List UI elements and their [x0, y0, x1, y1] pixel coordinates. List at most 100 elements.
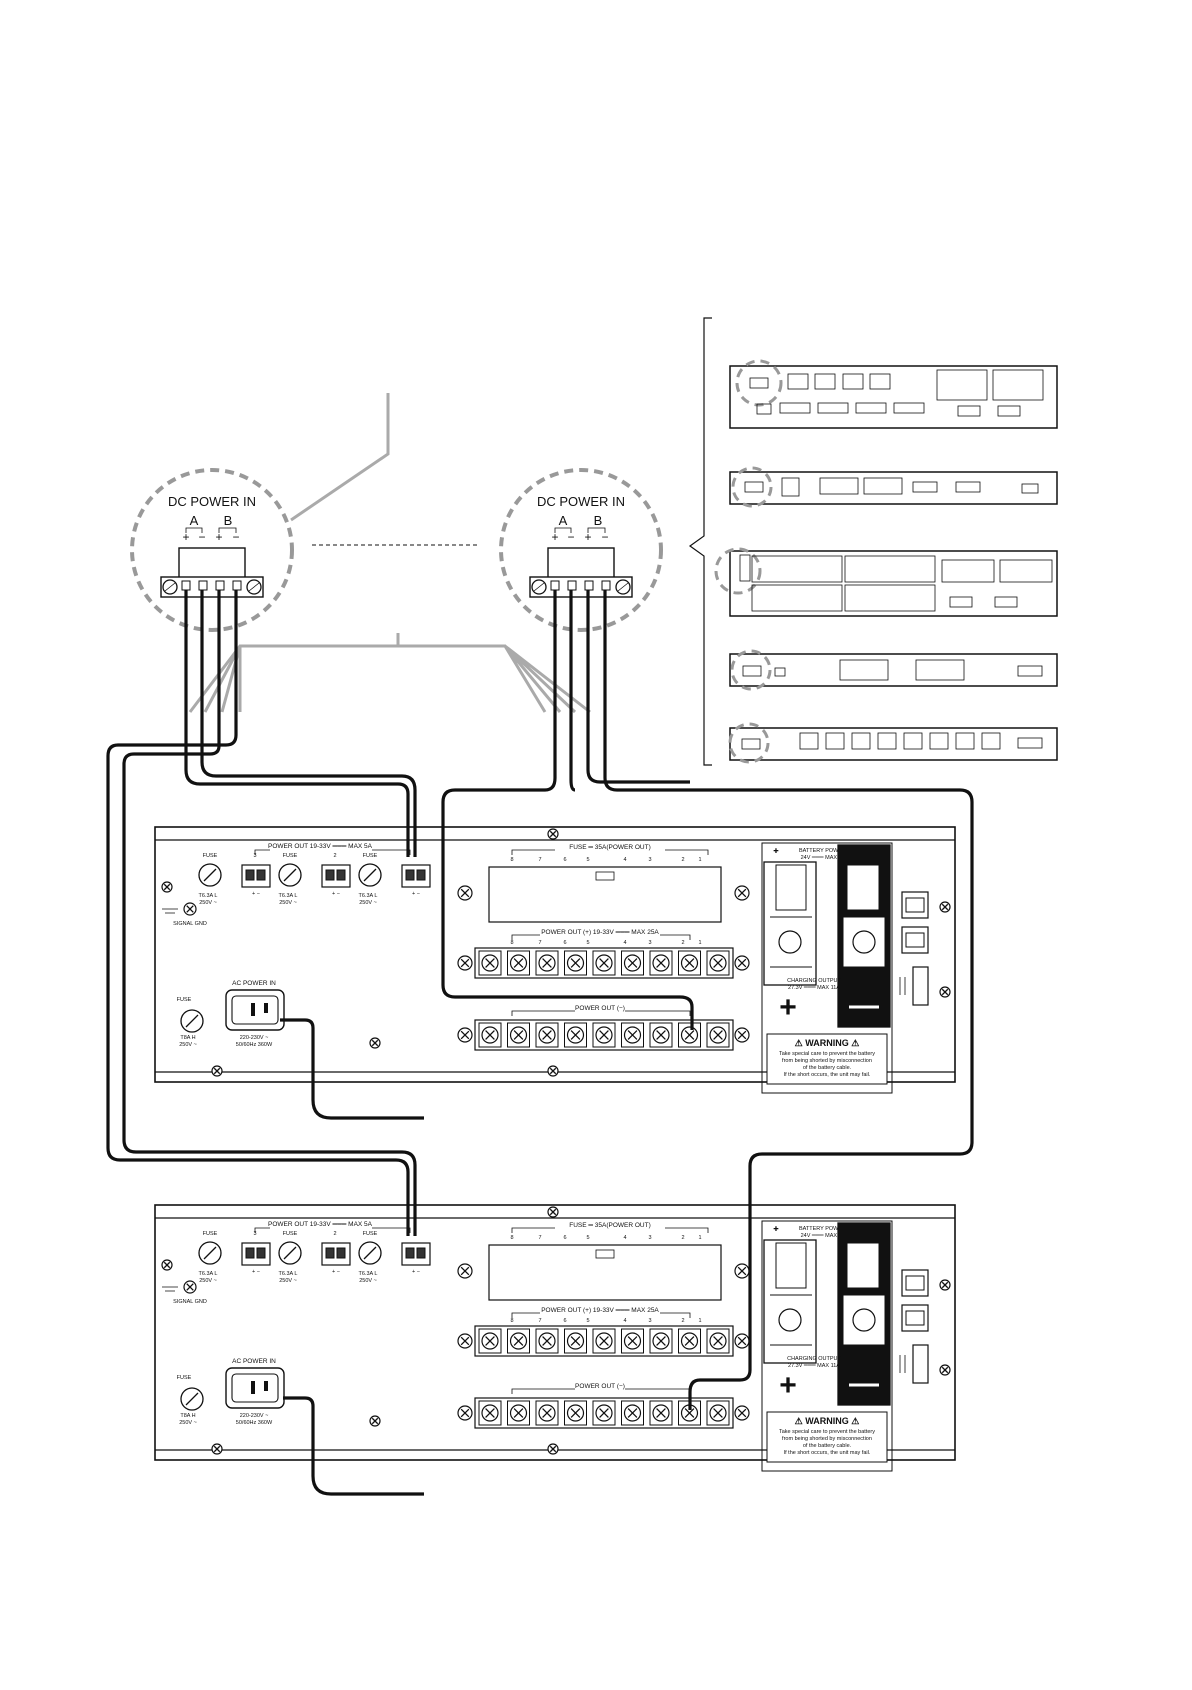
fuse-label: FUSE [283, 853, 298, 859]
fuse-label: FUSE [203, 1231, 218, 1237]
fuse-number: 3 [648, 1235, 651, 1241]
terminal-number: 2 [681, 940, 684, 946]
fuse-number: 1 [698, 857, 701, 863]
channel-number: 3 [253, 853, 256, 859]
fuse-label: FUSE [283, 1231, 298, 1237]
device-5-port [903, 732, 923, 750]
warning-line: Take special care to prevent the battery [779, 1051, 875, 1057]
dc-power-in-left: DC POWER IN A B + − + − [130, 468, 294, 632]
device-5-port [929, 732, 949, 750]
fuse-rating: T6.3A L [279, 893, 298, 899]
fuse-label: FUSE [203, 853, 218, 859]
signal-gnd-label: SIGNAL GND [173, 921, 207, 927]
terminal-number: 8 [510, 1318, 513, 1324]
svg-text:+ −: + − [412, 1269, 420, 1275]
signal-gnd-label: SIGNAL GND [173, 1299, 207, 1305]
plus-sign-icon: + [779, 991, 797, 1024]
fuse-voltage: 250V ~ [359, 900, 377, 906]
terminal-number: 5 [586, 940, 589, 946]
terminal-number: 4 [623, 940, 626, 946]
svg-text:+: + [182, 530, 189, 544]
device-5-port [851, 732, 871, 750]
warning-line: of the battery cable. [803, 1443, 852, 1449]
dc-title-right: DC POWER IN [537, 494, 625, 509]
ac-power-in-label: AC POWER IN [232, 1358, 276, 1365]
power-out-top-label: POWER OUT 19-33V ═══ MAX 5A [268, 843, 373, 850]
warning-box [766, 1033, 888, 1085]
fuse-number: 6 [563, 857, 566, 863]
svg-text:+: + [551, 530, 558, 544]
svg-text:−: − [232, 530, 239, 544]
fuse-rating: T6.3A L [199, 1271, 218, 1277]
fuse-voltage: 250V ~ [279, 1278, 297, 1284]
fuse-cover [488, 866, 722, 923]
terminal-number: 1 [698, 940, 701, 946]
terminal-number: 4 [623, 1318, 626, 1324]
fuse-voltage: 250V ~ [199, 900, 217, 906]
svg-text:+: + [215, 530, 222, 544]
fuse-voltage: 250V ~ [279, 900, 297, 906]
minus-sign-icon: — [849, 989, 879, 1022]
label-a-left: A [190, 513, 199, 528]
power-out-minus-label: POWER OUT (−) [575, 1383, 625, 1390]
device-5-port [799, 732, 819, 750]
plus-sign-icon: + [779, 1369, 797, 1402]
device-4 [729, 649, 1058, 691]
device-5-port [825, 732, 845, 750]
power-supply-unit-1: POWER OUT 19-33V ═══ MAX 5A FUSE 3 + − T6.3A… [154, 826, 956, 1094]
warning-line: Take special care to prevent the battery [779, 1429, 875, 1435]
charging-spec: 27.3V ═══ MAX 11A [788, 1363, 840, 1369]
fuse-bank-label: FUSE ═ 35A(POWER OUT) [569, 1222, 651, 1229]
dc-title-left: DC POWER IN [168, 494, 256, 509]
label-b-right: B [594, 513, 603, 528]
device-5-port [955, 732, 975, 750]
device-5 [728, 722, 1058, 764]
charging-title: CHARGING OUTPUT [787, 1356, 841, 1362]
cables [106, 590, 974, 1496]
control-connector [912, 1344, 929, 1384]
channel-number: 2 [333, 1231, 336, 1237]
terminal-number: 3 [648, 1318, 651, 1324]
fuse-number: 5 [586, 1235, 589, 1241]
terminal-number: 6 [563, 1318, 566, 1324]
terminal-number: 7 [538, 940, 541, 946]
power-out-plus-label: POWER OUT (+) 19-33V ═══ MAX 25A [541, 929, 659, 936]
fuse-number: 8 [510, 857, 513, 863]
warning-line: of the battery cable. [803, 1065, 852, 1071]
fuse-number: 6 [563, 1235, 566, 1241]
fuse-bank-label: FUSE ═ 35A(POWER OUT) [569, 844, 651, 851]
channel-number: 2 [333, 853, 336, 859]
svg-text:−: − [567, 530, 574, 544]
battery-title: BATTERY POWER IN [799, 848, 853, 854]
power-out-minus-label: POWER OUT (−) [575, 1005, 625, 1012]
label-a-right: A [559, 513, 568, 528]
svg-text:✚: ✚ [773, 1225, 779, 1233]
svg-text:+ −: + − [332, 891, 340, 897]
charging-spec: 27.3V ═══ MAX 11A [788, 985, 840, 991]
warning-title: ⚠ WARNING ⚠ [795, 1038, 860, 1048]
svg-text:✚: ✚ [773, 847, 779, 855]
device-brace [688, 317, 712, 766]
warning-title: ⚠ WARNING ⚠ [795, 1416, 860, 1426]
battery-spec: 24V ═══ MAX 150A [801, 855, 852, 861]
terminal-number: 5 [586, 1318, 589, 1324]
ac-fuse-rating: T8A H [180, 1413, 195, 1419]
dc-power-in-right: DC POWER IN A B + − + − [499, 468, 663, 632]
charging-title: CHARGING OUTPUT [787, 978, 841, 984]
battery-title: BATTERY POWER IN [799, 1226, 853, 1232]
device-stack [688, 317, 1058, 766]
ac-spec-frequency: 50/60Hz 360W [236, 1042, 273, 1048]
fuse-number: 4 [623, 857, 626, 863]
power-out-plus-label: POWER OUT (+) 19-33V ═══ MAX 25A [541, 1307, 659, 1314]
svg-text:+: + [584, 530, 591, 544]
fuse-voltage: 250V ~ [359, 1278, 377, 1284]
svg-text:+ −: + − [332, 1269, 340, 1275]
fuse-number: 4 [623, 1235, 626, 1241]
warning-line: from being shorted by misconnection [782, 1058, 872, 1064]
fuse-number: 7 [538, 857, 541, 863]
label-b-left: B [224, 513, 233, 528]
svg-text:−: − [601, 530, 608, 544]
fuse-number: 2 [681, 857, 684, 863]
